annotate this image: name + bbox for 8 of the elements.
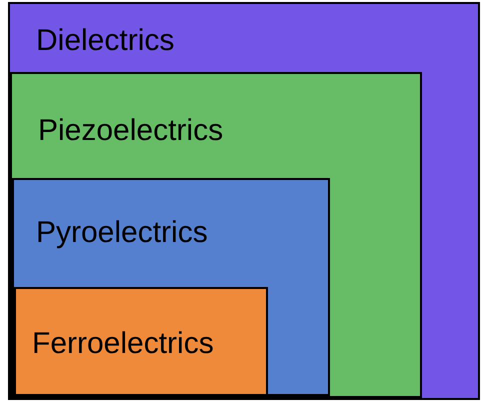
nested-region-box [12, 178, 330, 396]
region-label: Pyroelectrics [36, 216, 208, 250]
region-label: Ferroelectrics [32, 327, 214, 361]
region-label: Piezoelectrics [38, 114, 224, 148]
nested-region-box [10, 72, 422, 398]
nested-region-box [14, 287, 268, 396]
region-label: Dielectrics [36, 24, 174, 58]
nested-region-box [8, 2, 480, 400]
